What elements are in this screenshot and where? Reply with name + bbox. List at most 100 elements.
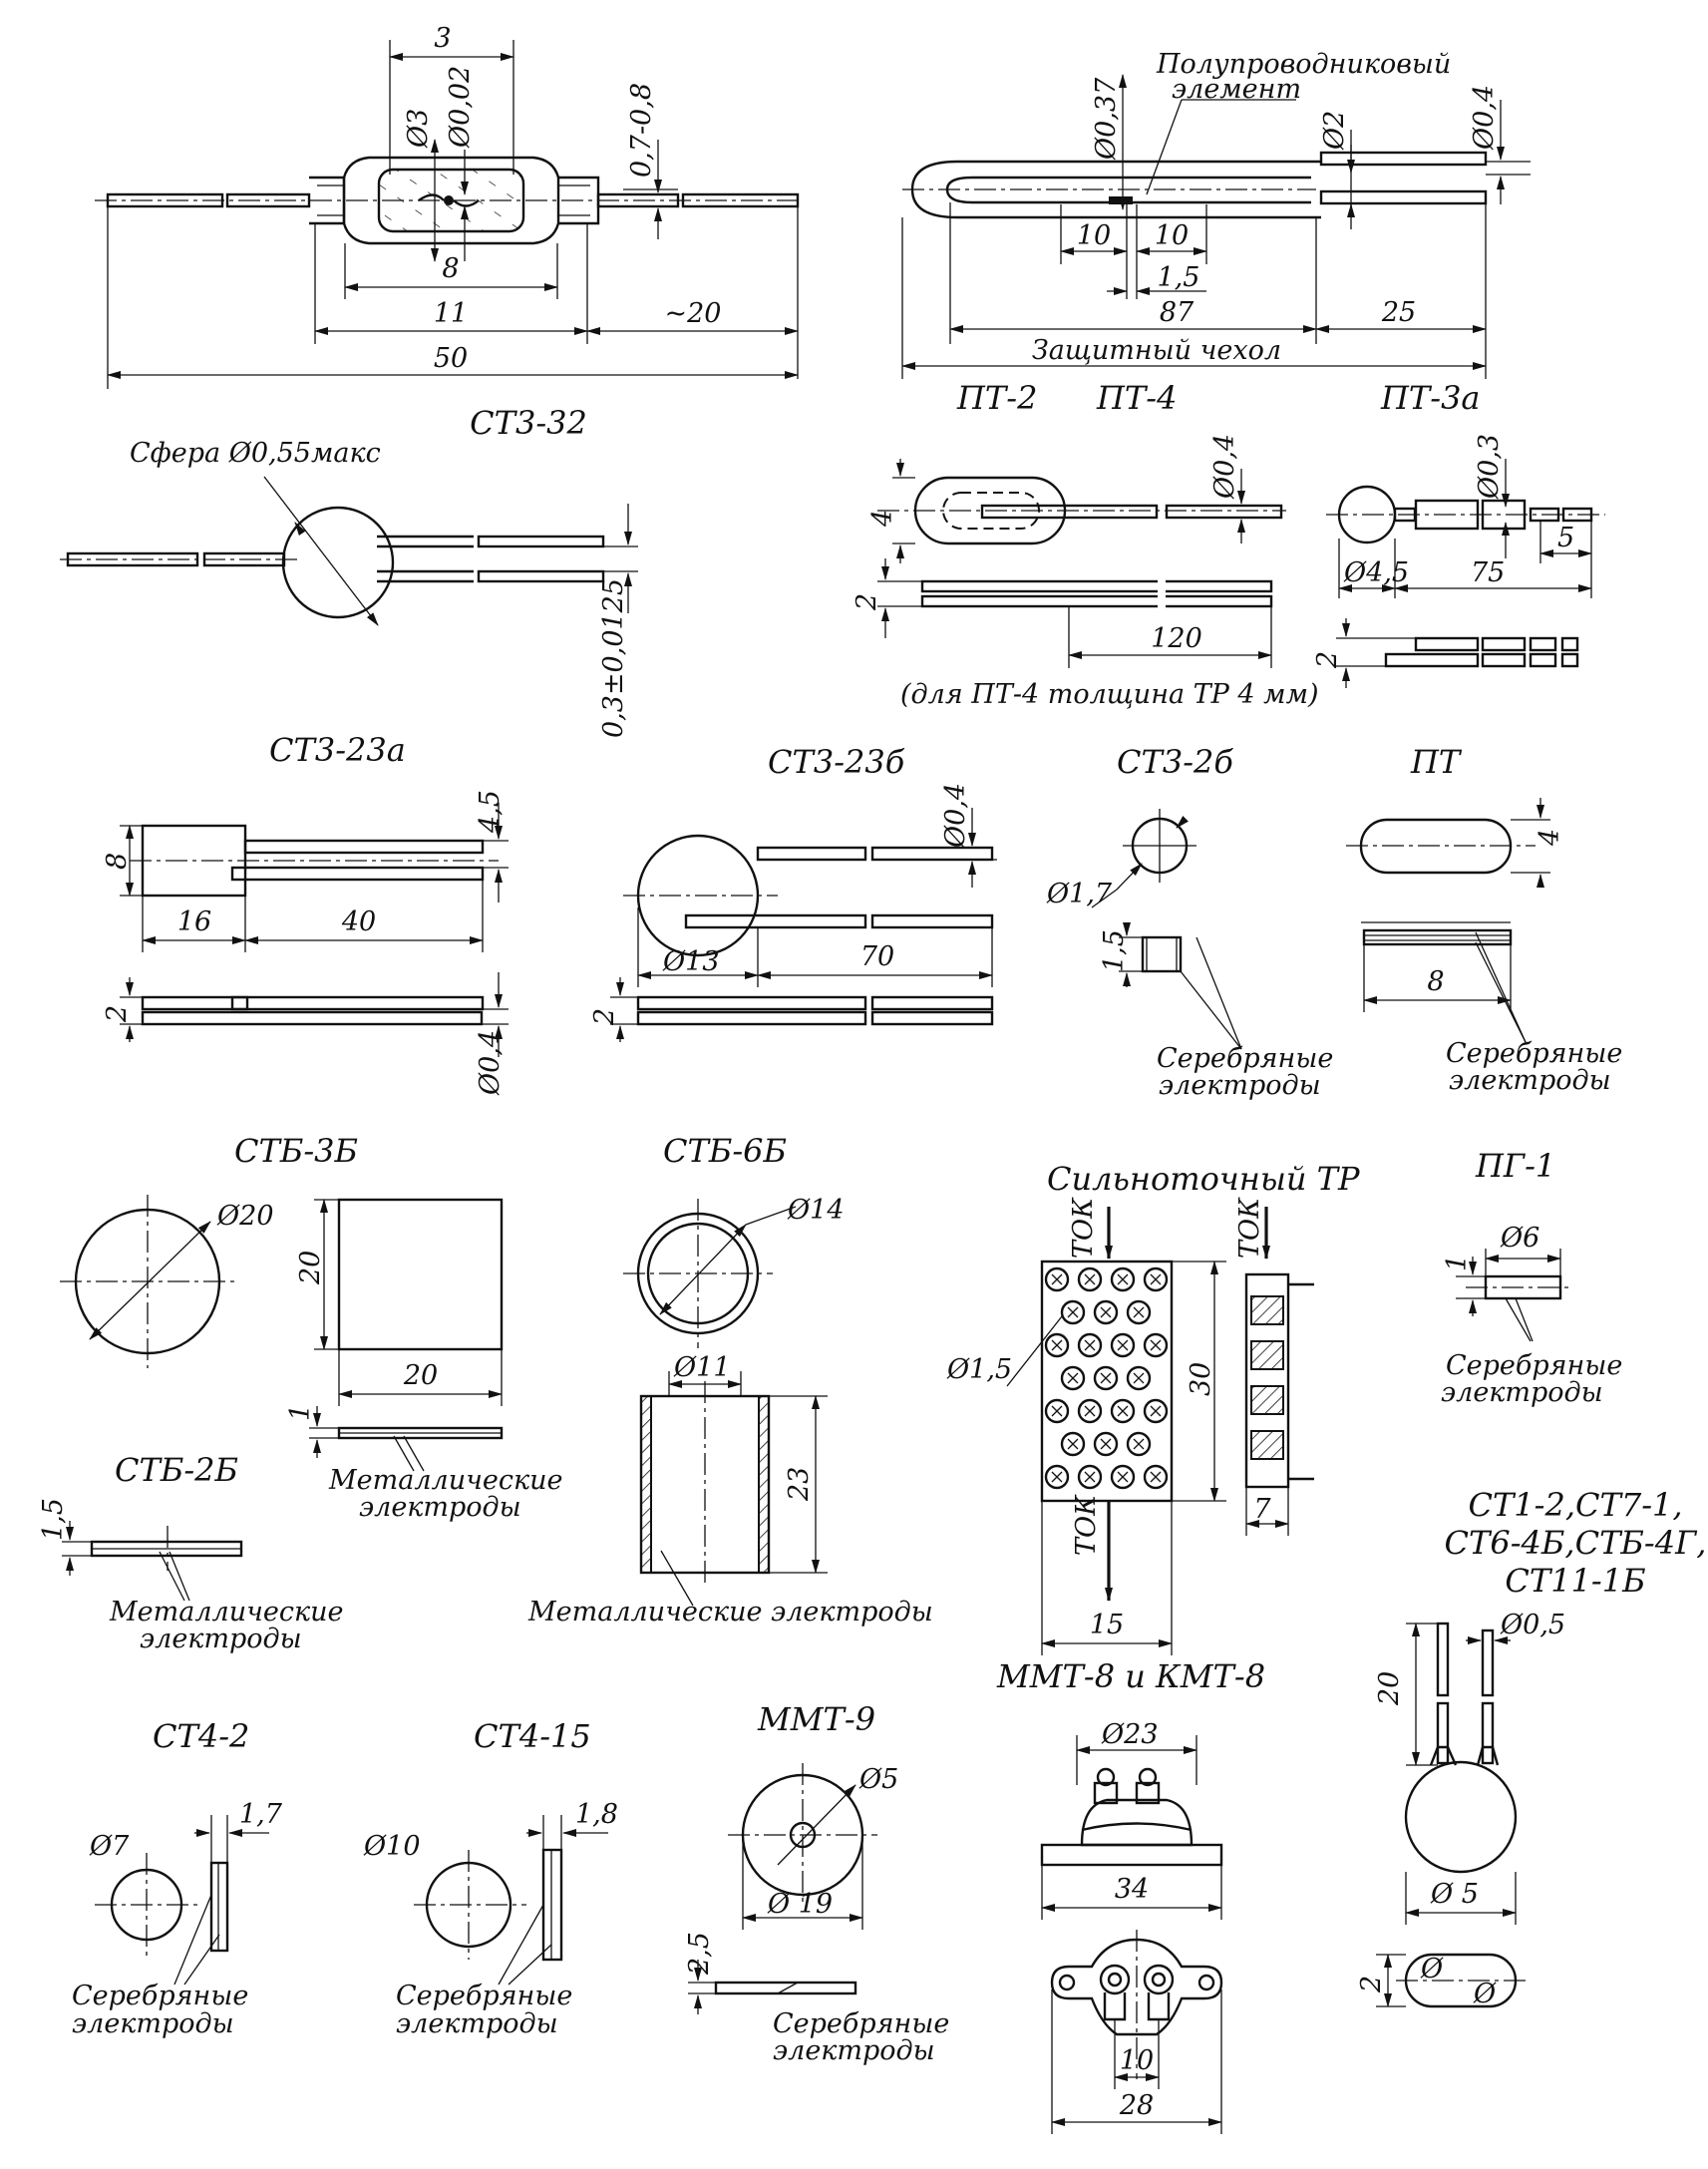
ctb-6b-dim-dia11: Ø11: [673, 1352, 731, 1383]
mmt9-dim-dia19: Ø 19: [767, 1889, 833, 1920]
ct1-group-sym-b: Ø: [1473, 1979, 1497, 2009]
ct1-group-title-3: СТ11-1Б: [1505, 1562, 1645, 1600]
high-current-drawing: [1006, 1207, 1314, 1655]
pg1-title: ПГ-1: [1475, 1147, 1555, 1185]
contact-pad: [1126, 1365, 1152, 1391]
ct4-2-drawing: [95, 1815, 269, 1986]
pt-drawing: [1346, 798, 1550, 1043]
ct3-32-dim-lead: 0,7-0,8: [626, 83, 657, 178]
contact-pad: [1126, 1299, 1152, 1325]
pt3a-drawing: [1326, 459, 1605, 688]
ct1-group-dim-dia05: Ø0,5: [1500, 1610, 1565, 1640]
ctb-3b-dim-dia20: Ø20: [216, 1201, 274, 1232]
contact-pad: [1093, 1365, 1119, 1391]
sphere-thermistor-drawing: [60, 476, 638, 626]
pt2-pt4-drawing: [877, 459, 1286, 668]
ctb-2b-drawing: [62, 1521, 243, 1602]
ctb-3b-metal-1: Металлические: [328, 1465, 562, 1496]
ct4-2-silver-1: Серебряные: [72, 1981, 248, 2011]
contact-pad-cross: [1150, 1471, 1162, 1483]
contact-pad-cross: [1051, 1273, 1063, 1285]
housing-dim-34: 34: [1115, 1874, 1149, 1905]
ctb-3b-dim-1: 1: [285, 1404, 316, 1421]
contact-pad-cross: [1117, 1471, 1129, 1483]
ct4-15-silver-2: электроды: [396, 2008, 558, 2039]
pt2-dim-4: 4: [867, 510, 898, 528]
contact-pad: [1126, 1431, 1152, 1457]
ct1-group-title-2: СТ6-4Б,СТБ-4Г,: [1445, 1524, 1707, 1562]
contact-pad-cross: [1133, 1438, 1145, 1450]
pt4-thickness-note: (для ПТ-4 толщина ТР 4 мм): [900, 679, 1319, 710]
high-current-dim-7: 7: [1253, 1494, 1271, 1525]
ct3-32-drawing: [95, 40, 803, 389]
contact-pad-cross: [1067, 1306, 1079, 1318]
mmt9-drawing: [688, 1763, 877, 2014]
high-current-title: Сильноточный ТР: [1047, 1160, 1360, 1198]
ct3-32-title: СТ3-32: [470, 404, 587, 442]
ct3-23b-dim-dia04: Ø0,4: [940, 783, 971, 849]
contact-pad-cross: [1117, 1339, 1129, 1351]
pt-silver-2: электроды: [1449, 1065, 1611, 1096]
high-current-dim-15: 15: [1090, 1610, 1124, 1640]
ctb-2b-metal-2: электроды: [140, 1624, 302, 1654]
contact-pad-cross: [1117, 1405, 1129, 1417]
contact-pad: [1093, 1431, 1119, 1457]
ct1-group-sym-a: Ø: [1420, 1954, 1444, 1985]
high-current-tok-1: ТОК: [1068, 1197, 1099, 1259]
ct4-2-silver-2: электроды: [72, 2008, 234, 2039]
pt4-title: ПТ-4: [1096, 379, 1177, 417]
pt-silver-1: Серебряные: [1446, 1038, 1622, 1069]
ct3-32-dim-dia3: Ø3: [403, 109, 434, 149]
high-current-tok-2: ТОК: [1234, 1197, 1265, 1259]
housing-thermistor-drawing: [1040, 1735, 1223, 2134]
pt3a-dim-dia45: Ø4,5: [1343, 557, 1409, 588]
pg1-dim-1: 1: [1442, 1255, 1473, 1271]
cover-dim-dia2: Ø2: [1319, 111, 1350, 151]
contact-pad: [1093, 1299, 1119, 1325]
ct3-23b-drawing: [610, 808, 997, 1042]
housing-dim-28: 28: [1119, 2090, 1154, 2121]
cover-dim-dia037: Ø0,37: [1091, 77, 1122, 161]
ct1-group-dim-20: 20: [1374, 1671, 1405, 1706]
ct3-23a-dim-dia04: Ø0,4: [475, 1030, 506, 1096]
contact-pad: [1110, 1464, 1136, 1490]
contact-pad: [1077, 1332, 1103, 1358]
cover-note-protective: Защитный чехол: [1032, 335, 1281, 366]
cover-dim-25: 25: [1381, 297, 1416, 328]
contact-pad: [1044, 1332, 1070, 1358]
ct3-23a-dim-16: 16: [177, 906, 211, 937]
pt-dim-8: 8: [1427, 966, 1444, 997]
high-current-tok-3: ТОК: [1071, 1494, 1102, 1556]
ct4-2-title: СТ4-2: [153, 1717, 249, 1755]
high-current-dim-dia15: Ø1,5: [946, 1354, 1012, 1385]
pt2-dim-2: 2: [852, 593, 882, 611]
pt3a-title: ПТ-3а: [1380, 379, 1481, 417]
contact-pad-cross: [1150, 1405, 1162, 1417]
contact-pad: [1110, 1332, 1136, 1358]
contact-pad-cross: [1100, 1372, 1112, 1384]
mmt9-title: ММТ-9: [757, 1700, 875, 1738]
ct3-32-dim-20: ~20: [665, 298, 722, 329]
contact-pad-cross: [1100, 1306, 1112, 1318]
ct3-32-dim-50: 50: [434, 343, 468, 374]
cover-dim-10a: 10: [1077, 220, 1111, 251]
pt2-dim-dia04: Ø0,4: [1209, 434, 1240, 500]
ct3-32-dim-8: 8: [442, 253, 459, 284]
ct3-2b-silver-2: электроды: [1159, 1070, 1321, 1101]
ct3-23a-dim-2: 2: [102, 1005, 133, 1023]
contact-pad-cross: [1084, 1405, 1096, 1417]
ct3-23a-dim-40: 40: [341, 906, 376, 937]
contact-pad-cross: [1084, 1471, 1096, 1483]
ct1-group-title-1: СТ1-2,СТ7-1,: [1468, 1486, 1682, 1524]
ct4-2-dim-dia7: Ø7: [89, 1831, 130, 1862]
ctb-2b-metal-1: Металлические: [109, 1597, 343, 1627]
contact-pad: [1060, 1299, 1086, 1325]
ct3-32-dim-dia002: Ø0,02: [445, 66, 476, 149]
mmt9-dim-25: 2,5: [684, 1932, 715, 1976]
contact-pad-cross: [1150, 1339, 1162, 1351]
contact-pad: [1044, 1464, 1070, 1490]
housing-dim-dia23: Ø23: [1101, 1719, 1159, 1750]
ct1-group-drawing: [1376, 1622, 1526, 2008]
ct3-32-dim-3: 3: [434, 23, 451, 54]
